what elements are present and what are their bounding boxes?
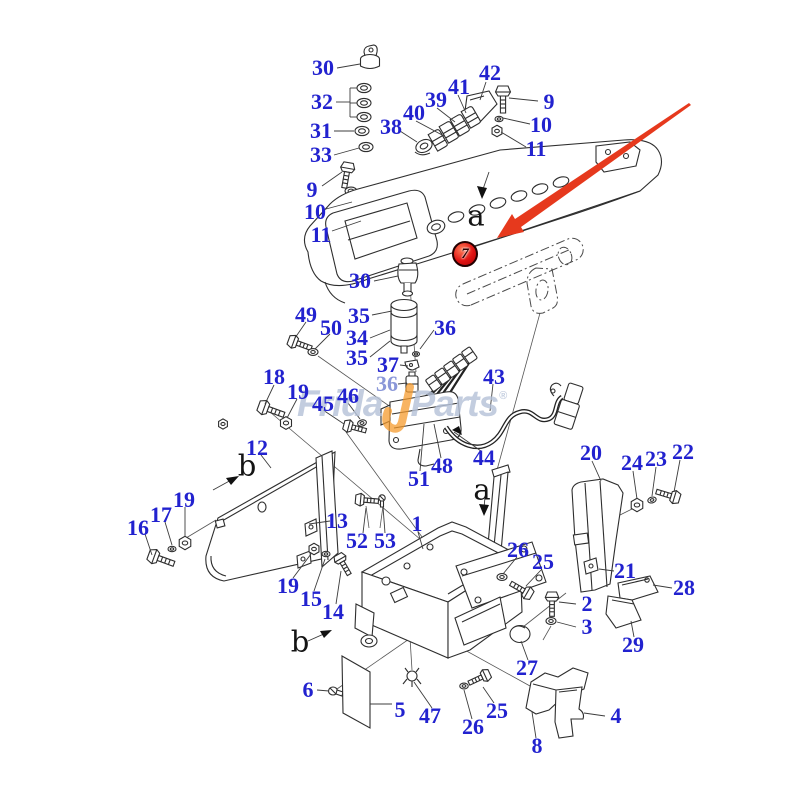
washer-3 xyxy=(545,617,557,625)
plate-4 xyxy=(555,687,584,738)
leader-lines xyxy=(145,64,680,738)
clip-21 xyxy=(584,558,598,574)
nut-11-right xyxy=(491,124,503,138)
washer-15 xyxy=(321,550,331,558)
view-arrow-b-top xyxy=(213,476,239,490)
highlighted-part-7-badge: 7 xyxy=(452,241,478,267)
washer-46 xyxy=(356,418,368,428)
accumulator-34-35 xyxy=(391,300,417,354)
connector-43 xyxy=(550,382,585,430)
washer-50 xyxy=(307,348,319,356)
bolt-9-right xyxy=(494,85,512,114)
bolt-25-bottom xyxy=(465,667,493,690)
cap-30 xyxy=(361,45,380,69)
washer-26-mid xyxy=(496,573,508,581)
view-arrow-a-top xyxy=(477,172,489,199)
washer-26-bottom xyxy=(459,682,469,690)
view-arrow-a-bottom xyxy=(479,497,489,516)
washer-10-right xyxy=(494,115,504,123)
nut-24 xyxy=(630,497,644,513)
washer-36 xyxy=(412,351,420,357)
washer-31 xyxy=(354,125,370,137)
bolt-14 xyxy=(331,550,356,579)
screw-53 xyxy=(379,495,385,507)
knob-ring-38 xyxy=(414,137,434,155)
side-cover-20 xyxy=(572,479,623,592)
bolt-22 xyxy=(653,484,683,506)
clip-37 xyxy=(405,360,419,370)
bolt-52 xyxy=(354,492,380,509)
washer-33 xyxy=(358,141,374,153)
bolt-9-left xyxy=(336,160,357,190)
red-pointer-arrow xyxy=(497,103,691,238)
valve-assembly xyxy=(381,347,478,466)
washer-23 xyxy=(646,495,658,505)
grommet-47 xyxy=(403,668,421,687)
harness-cable-44 xyxy=(446,397,562,447)
armrest-reference xyxy=(456,238,583,313)
solenoid-36 xyxy=(406,372,418,392)
nut-19-bottom xyxy=(308,542,320,556)
side-cover-12 xyxy=(206,418,335,581)
washer-stack-32 xyxy=(356,82,372,123)
plate-28 xyxy=(618,576,658,600)
nut-19-left xyxy=(178,535,192,551)
leader-44-arrowhead xyxy=(452,426,462,435)
bracket-13 xyxy=(297,451,338,568)
plate-5 xyxy=(342,656,392,728)
switch-30 xyxy=(398,258,418,296)
screw-6 xyxy=(329,687,344,696)
view-arrow-b-bottom xyxy=(308,630,332,641)
nut-19-upper xyxy=(279,416,293,430)
bolt-2 xyxy=(544,591,560,617)
lever-heads-39-41 xyxy=(428,106,481,151)
washer-17 xyxy=(167,545,177,553)
plate-29 xyxy=(606,596,641,628)
